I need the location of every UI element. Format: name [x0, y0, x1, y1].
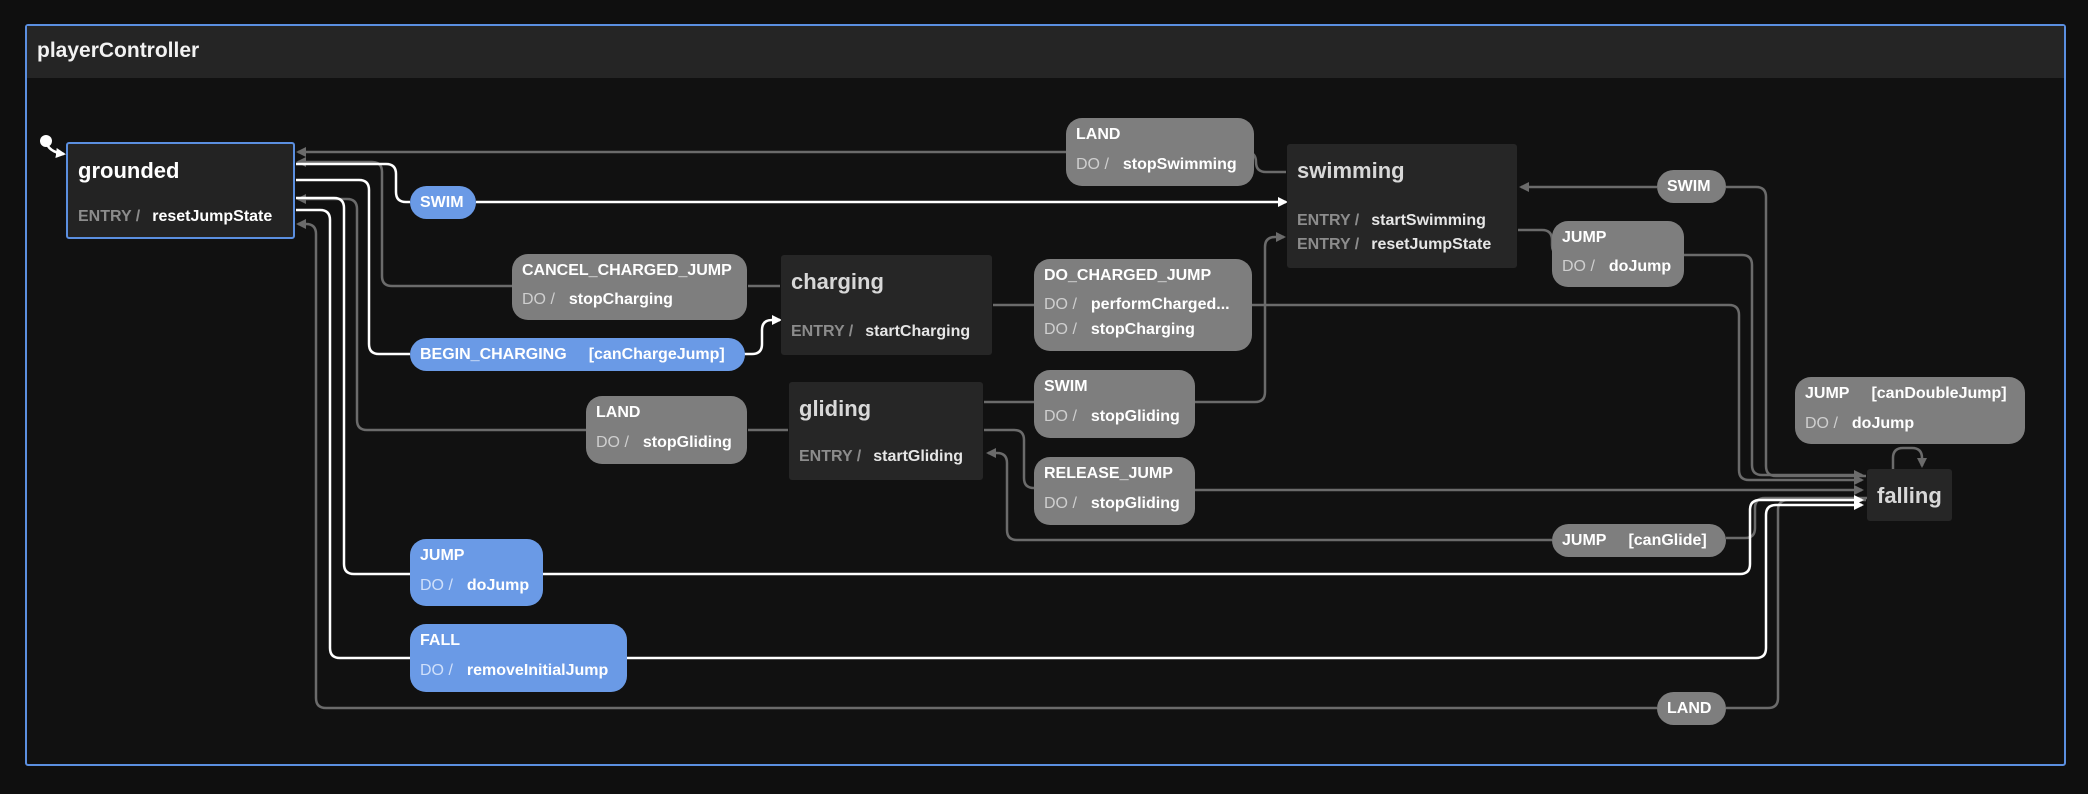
edge-glide-jump-to-gliding [986, 448, 1552, 542]
state-charging[interactable]: charging ENTRY /startCharging [781, 255, 992, 355]
state-name: charging [791, 269, 884, 294]
event-gliding-land[interactable]: LAND DO /stopGliding [586, 396, 747, 464]
state-gliding[interactable]: gliding ENTRY /startGliding [789, 382, 983, 480]
event-swimming-jump[interactable]: JUMP DO /doJump [1552, 221, 1684, 287]
state-falling[interactable]: falling [1867, 469, 1952, 521]
state-machine: playerController [25, 24, 2066, 766]
edge-grounded-swim [296, 162, 410, 204]
event-do-charged-jump[interactable]: DO_CHARGED_JUMP DO /performCharged... DO… [1034, 259, 1252, 351]
event-grounded-fall[interactable]: FALL DO /removeInitialJump [410, 624, 627, 692]
entry-action: ENTRY /startCharging [791, 323, 971, 340]
edge-gliding-swim-to-swimming [1195, 232, 1286, 404]
event-falling-swim[interactable]: SWIM [1657, 170, 1726, 203]
machine-header: playerController [27, 26, 2064, 78]
event-gliding-swim[interactable]: SWIM DO /stopGliding [1034, 370, 1195, 438]
state-name: falling [1877, 483, 1942, 508]
edge-do-charged-to-falling [1252, 303, 1864, 485]
event-release-jump[interactable]: RELEASE_JUMP DO /stopGliding [1034, 457, 1195, 525]
state-name: gliding [799, 396, 872, 421]
entry-action: ENTRY /startGliding [799, 448, 964, 465]
event-cancel-charged-jump[interactable]: CANCEL_CHARGED_JUMP DO /stopCharging [512, 254, 747, 320]
machine-title: playerController [37, 39, 200, 62]
event-swimming-land[interactable]: LAND DO /stopSwimming [1066, 118, 1254, 186]
event-grounded-swim[interactable]: SWIM [410, 186, 476, 219]
entry-action: ENTRY /startSwimming [1297, 212, 1486, 229]
event-double-jump[interactable]: JUMP[canDoubleJump] DO /doJump [1795, 377, 2025, 444]
entry-action: ENTRY /resetJumpState [78, 208, 273, 225]
event-falling-land[interactable]: LAND [1657, 692, 1726, 725]
initial-state-marker [40, 135, 52, 147]
event-glide-jump[interactable]: JUMP[canGlide] [1552, 524, 1726, 557]
state-name: grounded [78, 158, 180, 183]
edge-begin-charging-to-charging [744, 315, 782, 356]
edge-double-jump-self [1891, 446, 1927, 470]
edge-grounded-fall [296, 208, 1862, 660]
edge-grounded-begin-charging [296, 178, 410, 356]
state-grounded[interactable]: grounded ENTRY /resetJumpState [66, 142, 295, 239]
edge-gliding-to-release [984, 428, 1035, 490]
event-begin-charging[interactable]: BEGIN_CHARGING[canChargeJump] [410, 338, 745, 371]
edge-jump-to-falling [1684, 253, 1864, 480]
edge-grounded-jump [296, 196, 1862, 576]
state-swimming[interactable]: swimming ENTRY /startSwimming ENTRY /res… [1287, 144, 1517, 268]
edge-gliding-land-to-grounded [298, 199, 788, 432]
state-name: swimming [1297, 158, 1405, 183]
entry-action: ENTRY /resetJumpState [1297, 236, 1492, 253]
edge-cancel-to-grounded [298, 162, 780, 288]
event-grounded-jump[interactable]: JUMP DO /doJump [410, 539, 543, 606]
